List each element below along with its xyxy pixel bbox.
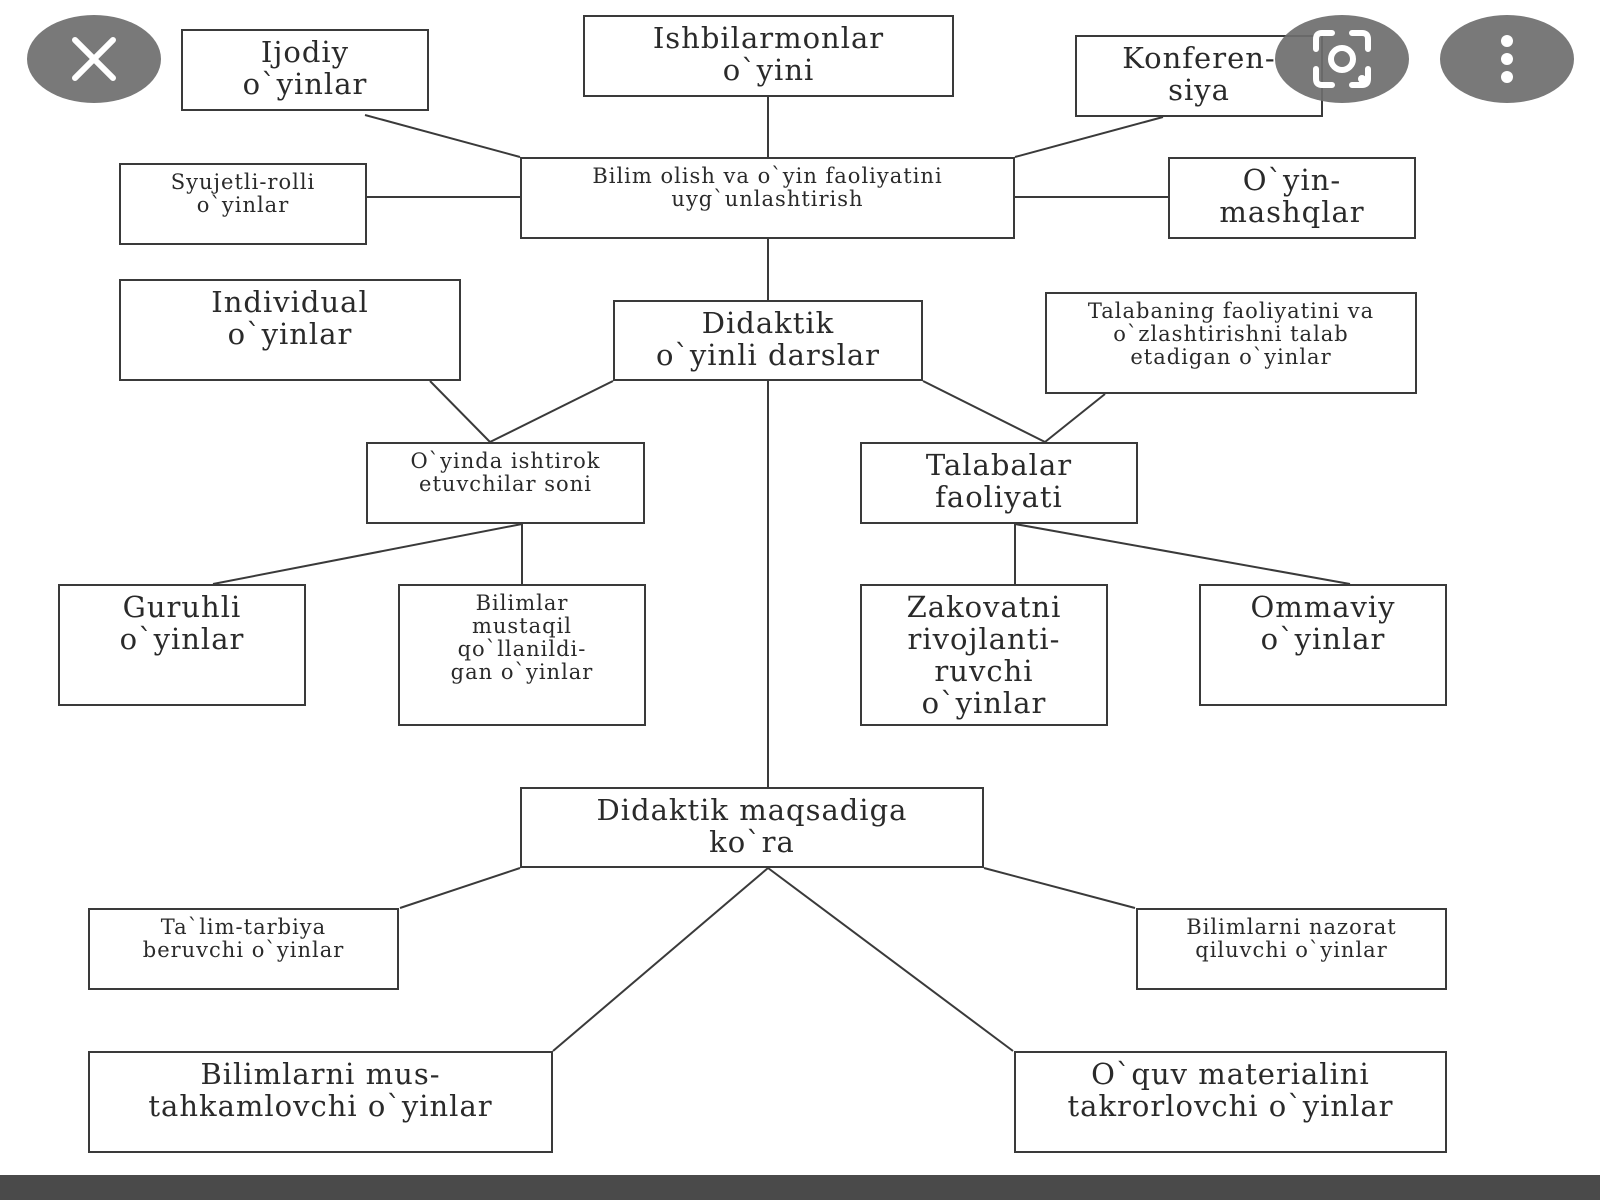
connector-line <box>364 114 521 158</box>
node-talim-tarbiya: Ta`lim-tarbiya beruvchi o`yinlar <box>88 908 399 990</box>
node-guruhli: Guruhli o`yinlar <box>58 584 306 706</box>
connector-line <box>922 380 1046 443</box>
node-ishtirokchilar: O`yinda ishtirok etuvchilar soni <box>366 442 645 524</box>
node-ishbilarmonlar: Ishbilarmonlar o`yini <box>583 15 954 97</box>
connector-line <box>399 867 521 909</box>
connector-line <box>489 380 614 443</box>
connector-line <box>1014 523 1351 585</box>
connector-line <box>983 867 1136 909</box>
node-ijodiy: Ijodiy o`yinlar <box>181 29 429 111</box>
node-didaktik-darslar: Didaktik o`yinli darslar <box>613 300 923 381</box>
more-vertical-icon <box>1501 35 1513 83</box>
lens-search-button[interactable] <box>1275 15 1409 103</box>
connector-line <box>1044 393 1106 443</box>
connector-line <box>429 380 491 443</box>
node-individual: Individual o`yinlar <box>119 279 461 381</box>
node-ommaviy: Ommaviy o`yinlar <box>1199 584 1447 706</box>
node-syujetli: Syujetli-rolli o`yinlar <box>119 163 367 245</box>
node-talabalar-faoliyati: Talabalar faoliyati <box>860 442 1138 524</box>
connector-line <box>767 867 1014 1052</box>
bottom-bar <box>0 1175 1600 1200</box>
connector-line <box>1014 116 1164 158</box>
node-bilim-olish: Bilim olish va o`yin faoliyatini uyg`unl… <box>520 157 1015 239</box>
node-mustahkamlovchi: Bilimlarni mus- tahkamlovchi o`yinlar <box>88 1051 553 1153</box>
connector-line <box>212 523 523 585</box>
close-button[interactable] <box>27 15 161 103</box>
node-takrorlovchi: O`quv materialini takrorlovchi o`yinlar <box>1014 1051 1447 1153</box>
connector-line <box>552 867 769 1052</box>
node-talabaning: Talabaning faoliyatini va o`zlashtirishn… <box>1045 292 1417 394</box>
close-icon <box>72 37 116 81</box>
node-oyin-mashqlar: O`yin- mashqlar <box>1168 157 1416 239</box>
node-nazorat: Bilimlarni nazorat qiluvchi o`yinlar <box>1136 908 1447 990</box>
more-options-button[interactable] <box>1440 15 1574 103</box>
lens-icon <box>1313 30 1371 88</box>
node-bilimlar-mustaqil: Bilimlar mustaqil qo`llanildi- gan o`yin… <box>398 584 646 726</box>
node-didaktik-maqsad: Didaktik maqsadiga ko`ra <box>520 787 984 868</box>
node-zakovatni: Zakovatni rivojlanti- ruvchi o`yinlar <box>860 584 1108 726</box>
